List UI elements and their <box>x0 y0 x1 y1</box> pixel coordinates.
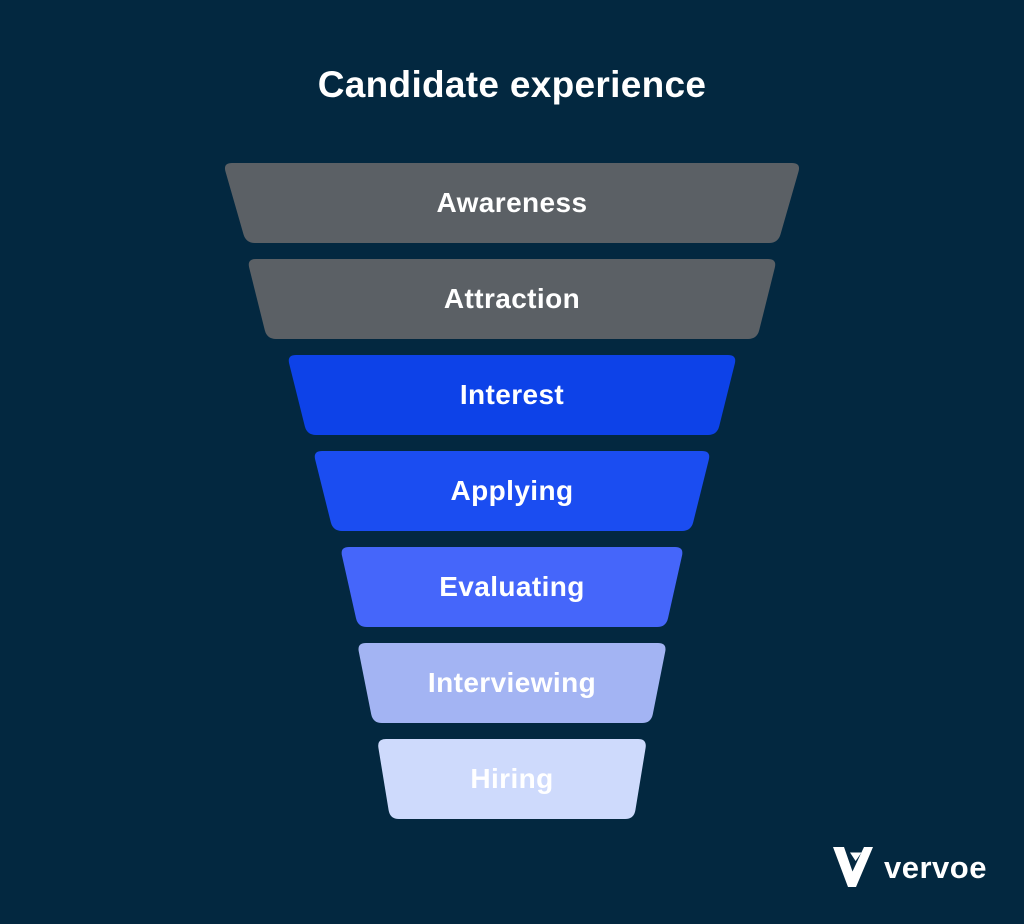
funnel-stage-attraction: Attraction <box>0 259 1024 339</box>
vervoe-logo-text: vervoe <box>884 849 987 885</box>
funnel-stage-label: Awareness <box>436 187 588 218</box>
page-title: Candidate experience <box>317 64 707 105</box>
funnel-stage-label: Hiring <box>470 763 554 794</box>
funnel-stage-label: Evaluating <box>439 571 585 602</box>
funnel-stage-hiring: Hiring <box>0 739 1024 819</box>
funnel-stage-interviewing: Interviewing <box>0 643 1024 723</box>
funnel-stage-applying: Applying <box>0 451 1024 531</box>
funnel-stage-label: Interest <box>459 379 565 410</box>
vervoe-logo: vervoe <box>833 846 987 888</box>
funnel-stage-label: Interviewing <box>427 667 597 698</box>
funnel-stage-label: Attraction <box>443 283 581 314</box>
funnel-stage-label: Applying <box>450 475 574 506</box>
funnel-stage-awareness: Awareness <box>0 163 1024 243</box>
vervoe-v-mark-icon <box>833 847 873 887</box>
funnel-stage-evaluating: Evaluating <box>0 547 1024 627</box>
funnel-stage-interest: Interest <box>0 355 1024 435</box>
